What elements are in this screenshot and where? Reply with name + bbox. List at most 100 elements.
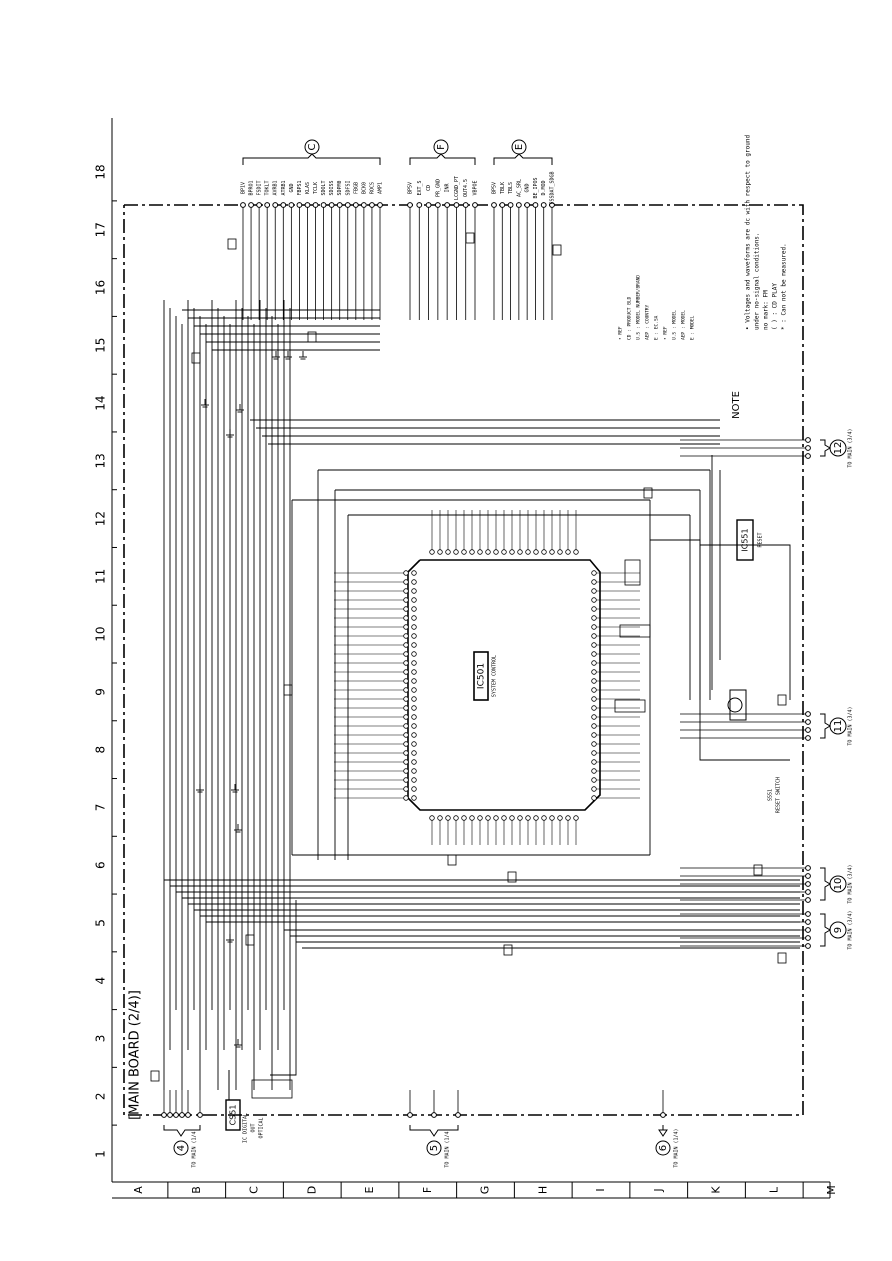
ic551-ref: IC551 (741, 528, 750, 551)
port-dest-9: TO MAIN (3/4) (848, 910, 854, 949)
row-letter-M: M (825, 1185, 838, 1195)
row-letter-K: K (710, 1186, 723, 1194)
port-5 (407, 1090, 461, 1156)
cs51-desc1: IC DIGITAL (243, 1113, 249, 1143)
col-number-17: 17 (94, 222, 108, 237)
cs51-desc2: OUT (251, 1123, 257, 1132)
row-letter-G: G (479, 1186, 492, 1195)
col-number-14: 14 (94, 395, 108, 410)
connector-pin-label: OUT4.5 (463, 179, 469, 197)
col-number-3: 3 (94, 1035, 108, 1043)
connector-pin-label: INR (445, 182, 451, 192)
connector-F (407, 139, 478, 320)
connector-pin-label: FBPS1 (297, 180, 303, 195)
col-number-2: 2 (94, 1092, 108, 1100)
col-number-13: 13 (94, 453, 108, 468)
connector-pin-label: GND (525, 183, 531, 192)
port-number-10: 10 (833, 878, 844, 891)
port-number-4: 4 (176, 1145, 187, 1151)
connector-pin-label: FSSDAT_SDGB (550, 171, 556, 204)
connector-pin-label: BE_IPOS (533, 177, 539, 198)
note-line: ( ) : CD PLAY (772, 283, 779, 330)
connector-pin-label: ATRB1 (281, 180, 287, 195)
row-letter-A: A (132, 1186, 145, 1194)
port-number-11: 11 (833, 720, 844, 733)
cs51-ref: CS51 (229, 1105, 238, 1126)
col-number-5: 5 (94, 919, 108, 927)
port-number-5: 5 (429, 1145, 440, 1151)
port-dest-4: TO MAIN (1/4) (192, 1128, 198, 1167)
board-title: [MAIN BOARD (2/4)] (128, 990, 143, 1120)
note-line: • Voltages and waveforms are dc with res… (745, 135, 752, 330)
ic501-chip (403, 549, 601, 821)
connector-pin-label: TBLS (508, 182, 514, 194)
connector-pin-label: FBGB (353, 182, 359, 194)
connector-pin-label: TOKLT (265, 180, 271, 195)
port-number-6: 6 (658, 1145, 669, 1151)
port-number-12: 12 (833, 442, 844, 455)
ref-line: E : EC.SA (654, 315, 660, 340)
col-number-18: 18 (94, 164, 108, 179)
connector-pin-label: SDPM0 (337, 180, 343, 195)
connector-pin-label: SDISS (329, 180, 335, 195)
col-number-1: 1 (94, 1150, 108, 1158)
cs51-block (225, 900, 297, 1131)
ref-line: E : MODEL (690, 315, 696, 340)
row-letter-D: D (305, 1186, 318, 1194)
port-dest-10: TO MAIN (3/4) (848, 864, 854, 903)
connector-pin-label: KLAS (305, 182, 311, 194)
col-number-11: 11 (94, 569, 108, 584)
port-dest-11: TO MAIN (3/4) (848, 706, 854, 745)
port-4 (161, 1090, 203, 1156)
row-letter-I: I (594, 1188, 607, 1191)
connector-label-C: C (307, 143, 318, 150)
connector-pin-label: BP5V (492, 182, 498, 194)
connector-pin-label: FSDIT (257, 180, 263, 195)
row-letter-F: F (421, 1187, 434, 1193)
row-letter-L: L (767, 1186, 780, 1193)
port-12 (680, 437, 847, 459)
ref-line: U.S : MODEL (672, 310, 678, 340)
ref-line: AEP : MODEL (681, 310, 687, 340)
connector-pin-label: TCLK (313, 182, 319, 194)
connector-label-F: F (436, 144, 447, 150)
note-line: under no-signal conditions. (754, 232, 761, 330)
connector-pin-label: BCK0 (361, 182, 367, 194)
connector-pin-label: VBPOE (473, 180, 479, 195)
ref-line: • REF (618, 326, 624, 340)
connector-pin-label: CD (426, 185, 432, 191)
port-number-9: 9 (833, 927, 844, 933)
connector-pin-label: TBLK (500, 182, 506, 194)
col-number-16: 16 (94, 280, 108, 295)
ref-line: U.S : MODEL NUMBER/BRAND (636, 275, 642, 340)
port-dest-12: TO MAIN (3/4) (848, 428, 854, 467)
schematic-wiring (111, 118, 831, 1199)
reset-circuit (614, 519, 791, 761)
cs51-desc3: OPTICAL (259, 1117, 265, 1138)
col-number-8: 8 (94, 746, 108, 754)
port-11 (680, 711, 847, 741)
s551-desc: RESET SWITCH (776, 777, 782, 813)
row-letter-J: J (652, 1188, 665, 1192)
port-dest-6: TO MAIN (1/4) (674, 1128, 680, 1167)
note-title: NOTE (731, 391, 742, 419)
connector-pin-label: SDOLT (321, 180, 327, 195)
ic501-ref: IC501 (477, 663, 487, 689)
connector-pin-label: SDFSI (345, 180, 351, 195)
col-number-15: 15 (94, 338, 108, 353)
connector-pin-label: AVRB1 (273, 180, 279, 195)
col-number-9: 9 (94, 688, 108, 696)
connector-pin-label: BP1V (241, 182, 247, 194)
row-letter-H: H (536, 1186, 549, 1194)
note-line: * : Can not be measured. (781, 243, 788, 330)
col-number-7: 7 (94, 804, 108, 812)
ic501-desc: SYSTEM CONTROL (492, 655, 498, 697)
connector-pin-label: EXT_S (417, 180, 423, 195)
port-6 (655, 1090, 671, 1156)
ref-line: CD : PRODUCT BLD (627, 296, 633, 340)
s551-ref: S551 (768, 789, 774, 801)
connector-pin-label: AMP1 (378, 182, 384, 194)
row-letter-C: C (248, 1186, 261, 1194)
col-number-4: 4 (94, 977, 108, 985)
